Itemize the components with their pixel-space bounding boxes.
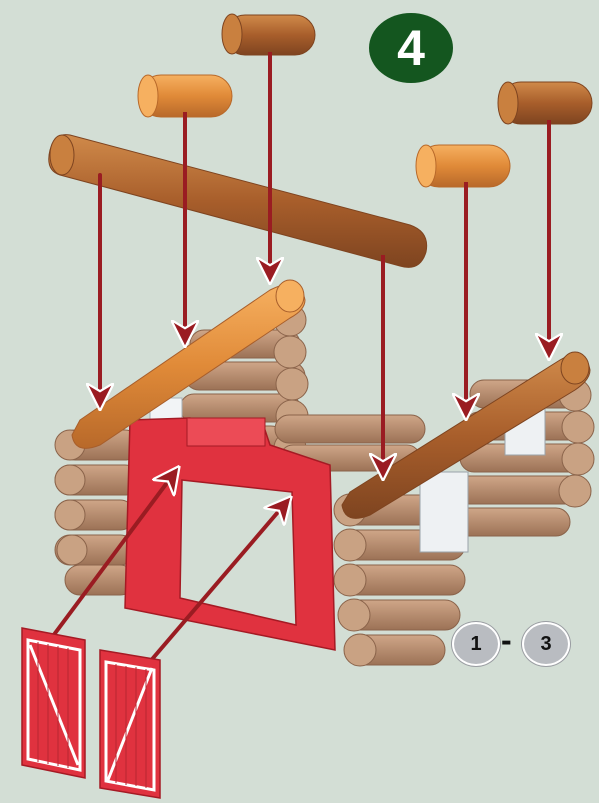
range-from: 1 (470, 632, 482, 655)
door-right (99, 649, 161, 799)
log-long-floating (48, 134, 428, 268)
step-number: 4 (397, 20, 425, 76)
right-top-log (341, 351, 591, 519)
log-short-far-right (497, 81, 593, 125)
log-short-right (415, 144, 511, 188)
range-to-badge: 3 (522, 622, 570, 666)
range-from-badge: 1 (452, 622, 500, 666)
log-short-left (137, 74, 233, 118)
range-separator: - (501, 622, 512, 658)
range-to: 3 (540, 632, 552, 655)
left-top-log (71, 279, 306, 449)
door-left (21, 627, 86, 779)
log-short-top (221, 13, 316, 56)
placement-arrows (48, 52, 549, 687)
step-number-badge: 4 (369, 13, 453, 83)
arrow-8 (128, 498, 290, 687)
arrow-7 (48, 468, 178, 642)
